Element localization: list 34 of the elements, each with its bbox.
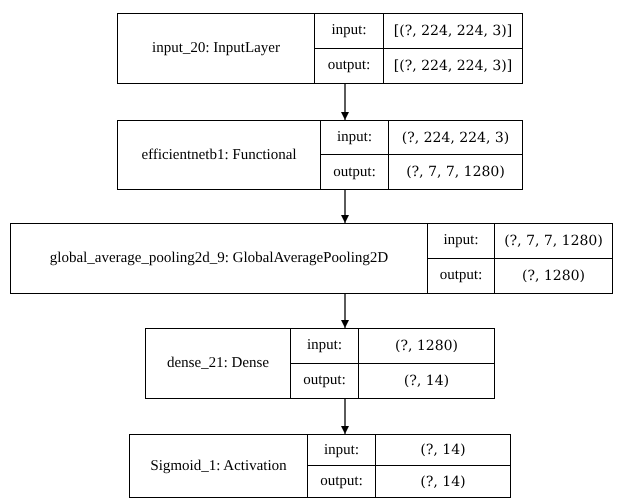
port-label: input: xyxy=(315,14,384,48)
layer-name: global_average_pooling2d_9: GlobalAveragePooling2D xyxy=(11,224,428,293)
layer-box xyxy=(145,328,495,399)
layer-box xyxy=(117,120,523,190)
port-label: output: xyxy=(315,48,384,83)
shape-value: (?, 7, 7, 1280) xyxy=(405,163,506,182)
shape-value: (?, 14) xyxy=(402,372,450,391)
port-label: input: xyxy=(291,329,359,364)
port-label: output: xyxy=(308,466,376,497)
port-label: input: xyxy=(321,121,389,155)
layer-name: input_20: InputLayer xyxy=(118,14,315,83)
arrow xyxy=(341,84,349,120)
shape-value: (?, 224, 224, 3) xyxy=(389,121,522,155)
layer-name: dense_21: Dense xyxy=(146,329,291,398)
shape-value: (?, 14) xyxy=(376,435,510,466)
shape-value: [(?, 224, 224, 3)] xyxy=(384,14,522,48)
shape-value: [(?, 224, 224, 3)] xyxy=(392,56,514,76)
arrow xyxy=(341,190,349,223)
port-label: input: xyxy=(308,435,376,466)
port-label: output: xyxy=(321,155,389,189)
arrow xyxy=(341,399,349,434)
layer-name: Sigmoid_1: Activation xyxy=(130,435,308,497)
port-label: output: xyxy=(428,258,495,293)
port-label: input: xyxy=(428,224,495,258)
layer-box xyxy=(10,223,613,294)
layer-name: efficientnetb1: Functional xyxy=(118,121,321,189)
layer-box xyxy=(117,13,523,84)
port-label: output: xyxy=(291,364,359,398)
layer-box xyxy=(129,434,511,498)
shape-value: (?, 7, 7, 1280) xyxy=(495,224,612,258)
arrow xyxy=(341,294,349,328)
shape-value: (?, 1280) xyxy=(521,266,586,286)
shape-value: (?, 14) xyxy=(419,472,467,492)
shape-value: (?, 1280) xyxy=(359,329,494,364)
